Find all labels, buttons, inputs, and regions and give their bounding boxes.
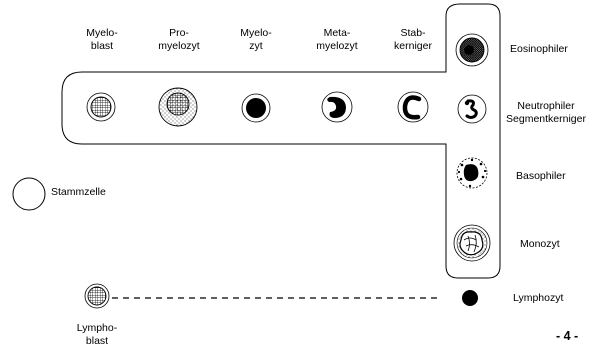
promyelocyte-cell: [158, 87, 198, 127]
label-metamyelocyte: Meta- myelozyt: [316, 27, 358, 52]
band-cell: [397, 91, 429, 123]
neutrophil-cell: [457, 94, 487, 124]
page-number: - 4 -: [556, 329, 579, 343]
eosinophil-cell: [455, 33, 489, 67]
label-promyelocyte: Pro- myelozyt: [158, 27, 200, 52]
label-stem-cell: Stammzelle: [51, 186, 106, 198]
metamyelocyte-cell: [321, 91, 353, 123]
lymphoblast-cell: [84, 283, 110, 309]
label-myeloblast: Myelo- blast: [86, 27, 118, 52]
myeloid-track-outline: [61, 3, 501, 279]
label-eosinophil: Eosinophiler: [510, 43, 568, 55]
label-neutrophil: Neutrophiler Segmentkerniger: [506, 100, 586, 125]
label-monocyte: Monozyt: [520, 238, 560, 250]
myelocyte-cell: [241, 93, 271, 123]
label-band-cell: Stab- kerniger: [394, 27, 432, 52]
label-basophil: Basophiler: [516, 170, 566, 182]
label-myelocyte: Myelo- zyt: [240, 27, 272, 52]
basophil-cell: [456, 157, 488, 189]
stem-cell: [12, 177, 46, 211]
label-lymphocyte: Lymphozyt: [513, 292, 564, 304]
myeloblast-cell: [86, 92, 116, 122]
monocyte-cell: [453, 224, 491, 262]
label-lymphoblast: Lympho- blast: [76, 322, 118, 347]
lymphocyte-cell: [462, 290, 478, 306]
